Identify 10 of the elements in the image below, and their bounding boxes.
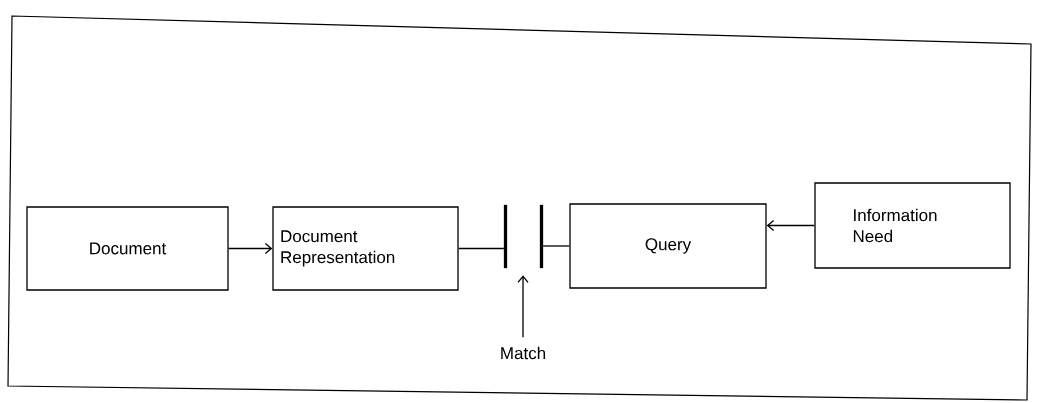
arrow bbox=[766, 219, 815, 232]
process-box: Query bbox=[569, 203, 767, 289]
process-box: Document Representation bbox=[272, 206, 459, 291]
arrow bbox=[228, 242, 273, 255]
process-box: Information Need bbox=[814, 182, 1011, 269]
text-label: Match bbox=[501, 346, 546, 360]
bar bbox=[539, 204, 544, 269]
arrow bbox=[517, 275, 529, 338]
bar bbox=[503, 204, 508, 269]
process-box: Document bbox=[26, 206, 229, 291]
